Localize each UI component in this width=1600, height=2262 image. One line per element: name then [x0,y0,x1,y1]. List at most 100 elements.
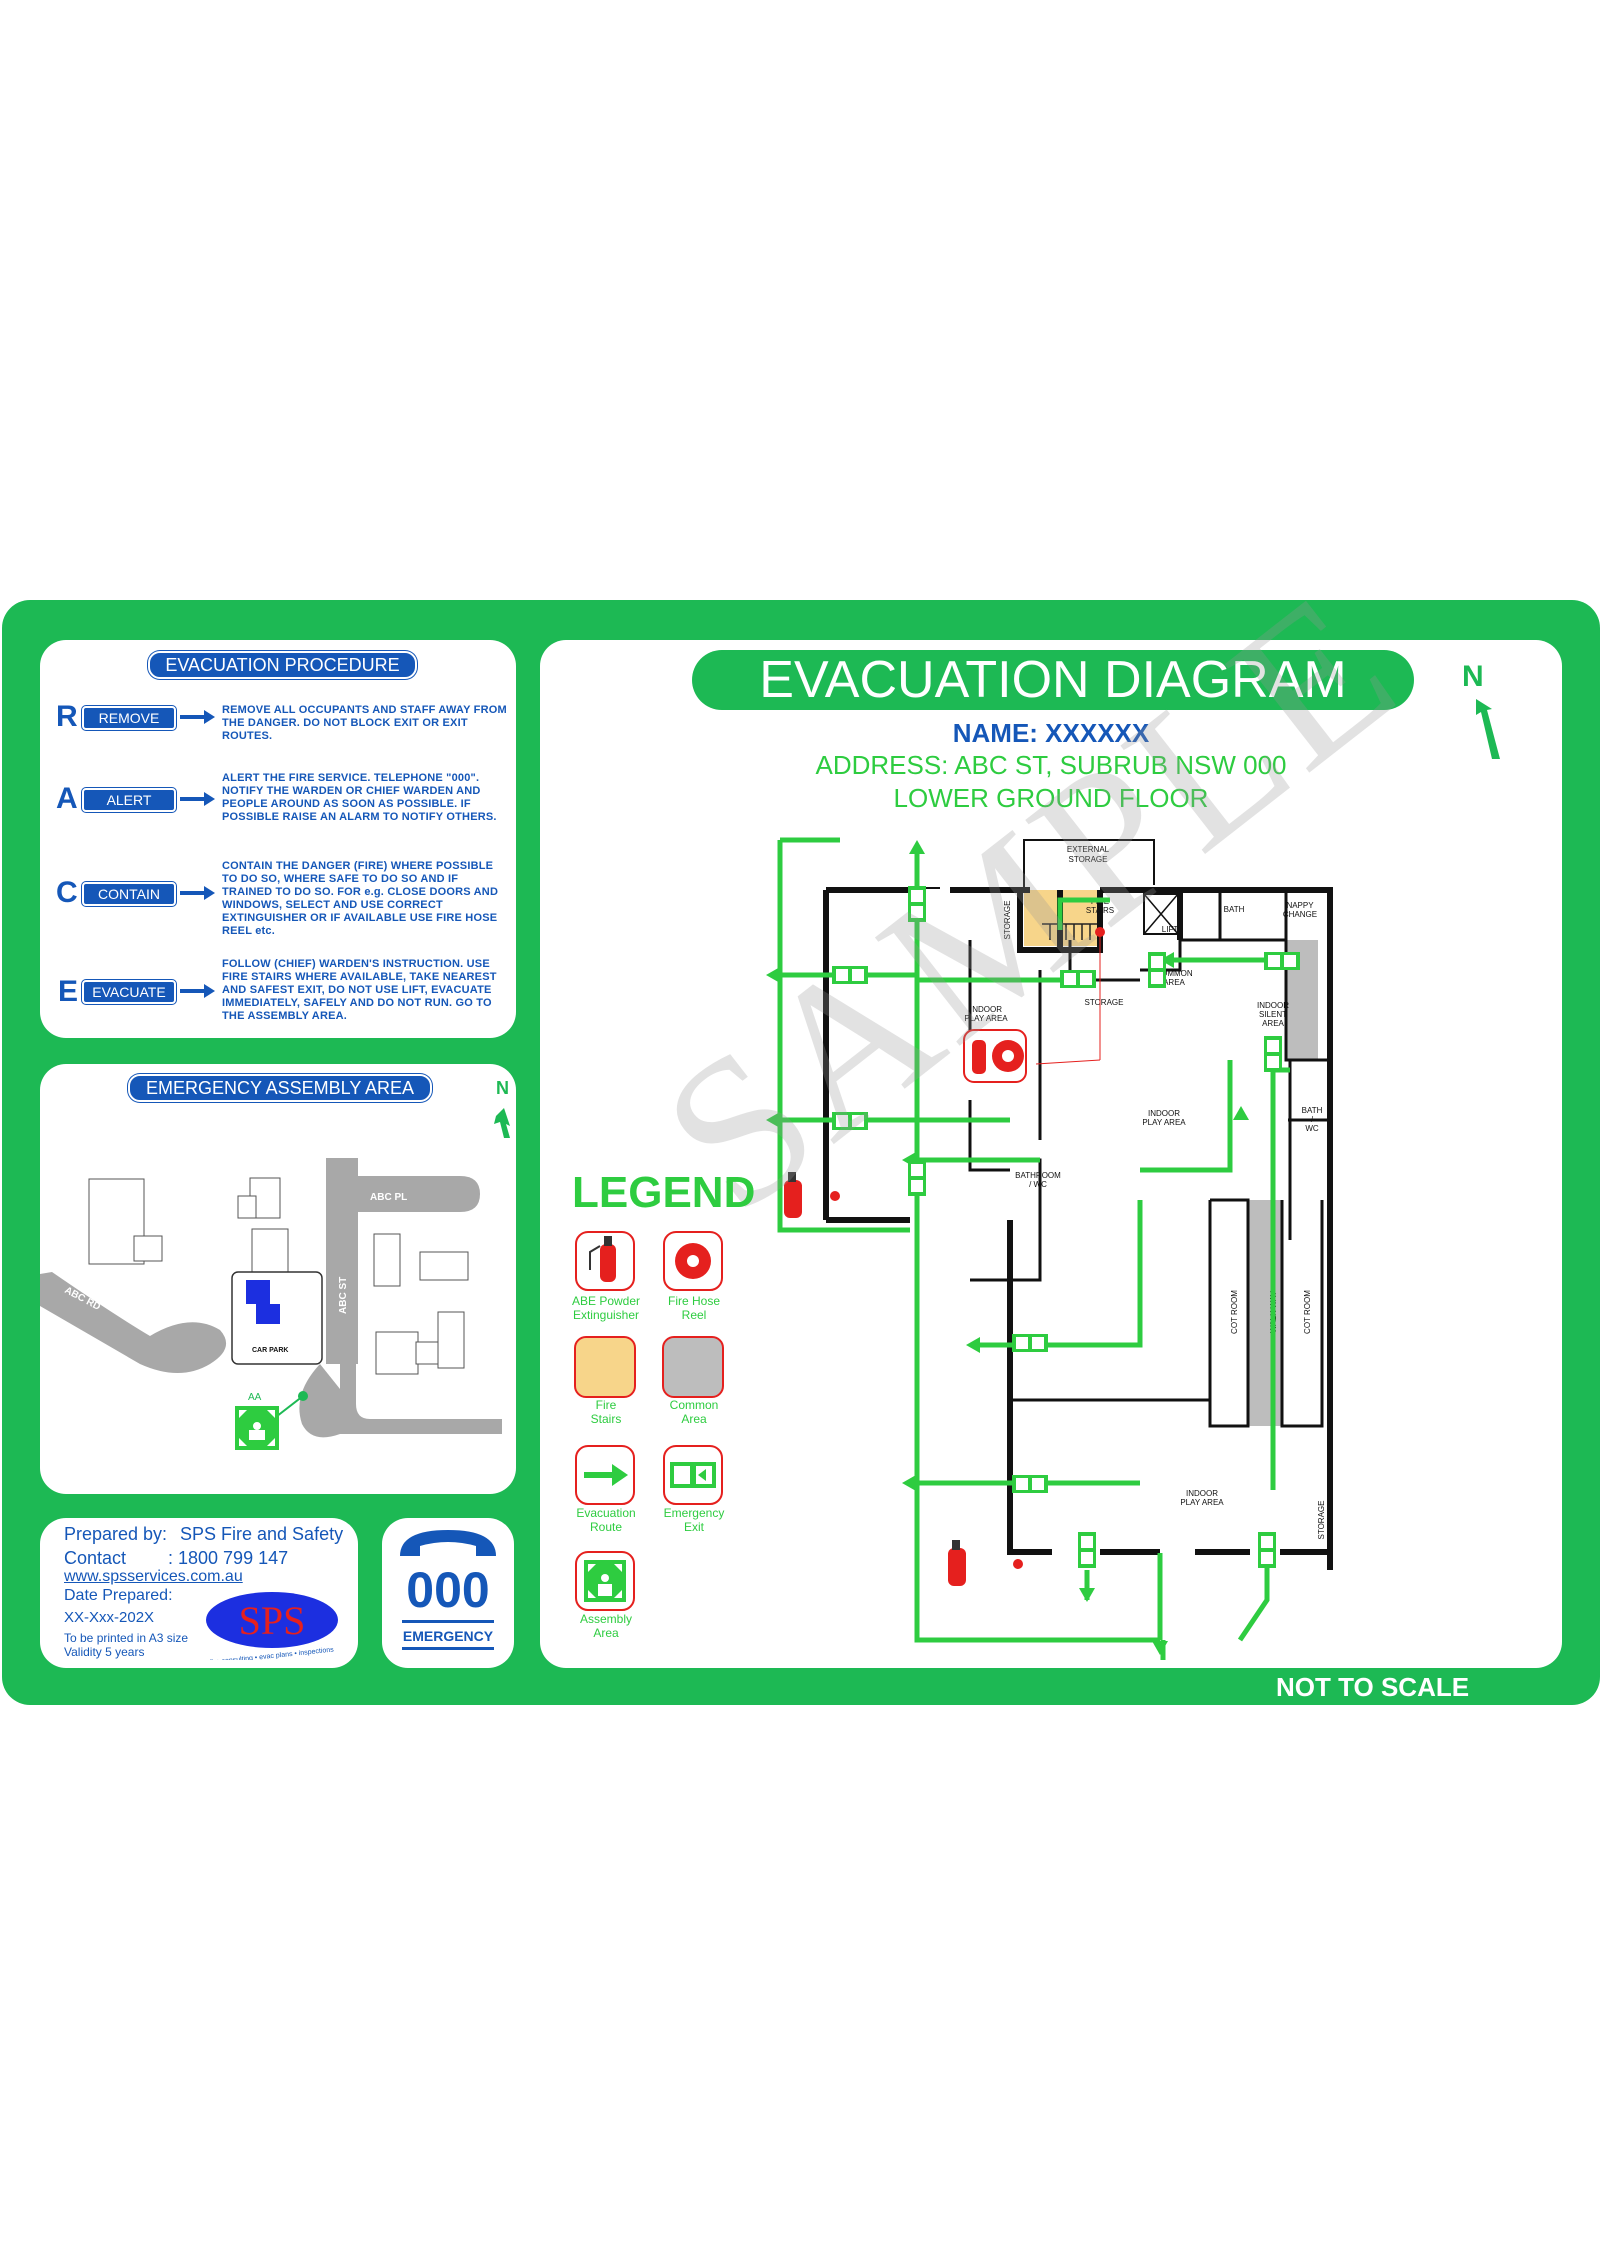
fire-extinguisher-icon [784,1172,802,1218]
svg-text:BATHROOM: BATHROOM [1015,1171,1061,1180]
svg-text:STORAGE: STORAGE [1317,1501,1326,1540]
emergency-exit-icon [1264,1036,1282,1072]
fire-hose-reel-icon [663,1231,723,1291]
procedure-title: EVACUATION PROCEDURE [148,651,417,679]
svg-text:BATH: BATH [1302,1106,1323,1115]
svg-text:EXTERNAL: EXTERNAL [1067,845,1110,854]
sps-logo-tagline: fire consulting • evac plans • inspectio… [210,1646,335,1660]
svg-text:INDOOR: INDOOR [970,1005,1002,1014]
assembly-area-icon [575,1551,635,1611]
step-text-evacuate: FOLLOW (CHIEF) WARDEN'S INSTRUCTION. USE… [222,958,497,1022]
site-address: ADDRESS: ABC ST, SUBRUB NSW 000 [815,750,1287,780]
assembly-map: N ABC RD ABC PL ABC ST CAR PARK AA [40,1078,510,1450]
step-arrow-icon [180,792,215,806]
common-area-swatch [662,1336,724,1398]
svg-text:LIFT: LIFT [1162,925,1179,934]
car-park-label: CAR PARK [252,1347,288,1354]
diagram-title-badge [692,650,1414,710]
street-label-abc-st: ABC ST [338,1277,349,1314]
not-to-scale-label: NOT TO SCALE [1276,1672,1470,1702]
contact-value: : 1800 799 147 [168,1548,289,1568]
assembly-north-label: N [496,1078,509,1098]
diagram-north-label: N [1462,660,1484,693]
emergency-exit-icon [1258,1532,1276,1568]
step-label-contain: CONTAIN [82,882,176,906]
emergency-exit-icon [663,1445,723,1505]
date-value: XX-Xxx-202X [64,1609,155,1626]
emergency-exit-icon [1012,1334,1048,1352]
step-label-remove: REMOVE [82,706,176,730]
emergency-number: 000 [406,1562,490,1618]
emergency-exit-icon [1012,1475,1048,1493]
road-abc-pl [358,1176,480,1212]
svg-text:SILENT: SILENT [1259,1010,1287,1019]
emergency-exit-icon [1148,952,1166,988]
emergency-exit-icon [832,966,868,984]
svg-text:PLAY AREA: PLAY AREA [1142,1118,1186,1127]
svg-text:WC: WC [1305,1124,1319,1133]
step-letter-a: A [56,782,78,815]
svg-text:STAIRS: STAIRS [1086,906,1114,915]
road-abc-st [326,1158,358,1364]
print-note: To be printed in A3 size [64,1631,189,1645]
svg-text:PLAY AREA: PLAY AREA [1180,1498,1224,1507]
step-label-alert: ALERT [82,788,176,812]
step-arrow-icon [180,886,215,900]
north-arrow-icon [1476,699,1500,759]
step-text-remove: REMOVE ALL OCCUPANTS AND STAFF AWAY FROM… [222,704,507,742]
evacuation-routes [777,837,1290,1660]
step-arrow-icon [180,710,215,724]
step-label-evacuate: EVACUATE [82,980,176,1004]
svg-text:CHANGE: CHANGE [1283,910,1317,919]
website-link[interactable]: www.spsservices.com.au [64,1568,243,1585]
assembly-title: EMERGENCY ASSEMBLY AREA [128,1074,432,1102]
diagram-title: EVACUATION DIAGRAM [759,651,1347,709]
emergency-divider [402,1620,494,1623]
svg-text:INDOOR: INDOOR [1148,1109,1180,1118]
svg-text:STORAGE: STORAGE [1085,998,1124,1007]
svg-text:/: / [1311,1115,1314,1124]
road-abc-st-curve [299,1364,356,1438]
emergency-exit-icon [1078,1532,1096,1568]
svg-text:/ WC: / WC [1029,1180,1047,1189]
north-arrow-icon [494,1108,510,1138]
svg-text:COT ROOM: COT ROOM [1303,1290,1312,1334]
floor-plan: EXTERNAL STORAGE STORAGE FIRE STAIRS LIF… [766,837,1333,1660]
emergency-label: EMERGENCY [402,1628,494,1644]
emergency-exit-icon [1060,970,1096,988]
sps-logo-text: SPS [239,1598,306,1643]
assembly-area-icon [235,1406,279,1450]
svg-text:PLAY AREA: PLAY AREA [964,1014,1008,1023]
emergency-exit-icon [908,1160,926,1196]
fire-extinguisher-icon [948,1540,966,1586]
step-text-alert: ALERT THE FIRE SERVICE. TELEPHONE "000".… [222,772,497,823]
step-arrow-icon [180,984,215,998]
validity-note: Validity 5 years [64,1645,145,1659]
aa-label: AA [248,1392,262,1403]
evacuation-route-arrow-icon [575,1445,635,1505]
prepared-by-value: SPS Fire and Safety [180,1524,344,1544]
svg-text:INDOOR: INDOOR [1257,1001,1289,1010]
svg-text:STORAGE: STORAGE [1003,901,1012,940]
road-abc-rd [40,1272,227,1373]
svg-text:INDOOR: INDOOR [1186,1489,1218,1498]
emergency-divider [402,1647,494,1650]
step-text-contain: CONTAIN THE DANGER (FIRE) WHERE POSSIBLE… [222,860,499,937]
svg-text:AREA: AREA [1262,1019,1284,1028]
svg-text:NAPPY: NAPPY [1286,901,1314,910]
svg-text:STORAGE: STORAGE [1069,855,1108,864]
svg-text:BATH: BATH [1224,905,1245,914]
legend-title: LEGEND [572,1168,756,1217]
phone-icon [400,1530,496,1556]
emergency-exit-icon [832,1112,868,1130]
fire-extinguisher-icon [575,1231,635,1291]
svg-text:AREA: AREA [1163,978,1185,987]
contact-label: Contact [64,1548,127,1568]
